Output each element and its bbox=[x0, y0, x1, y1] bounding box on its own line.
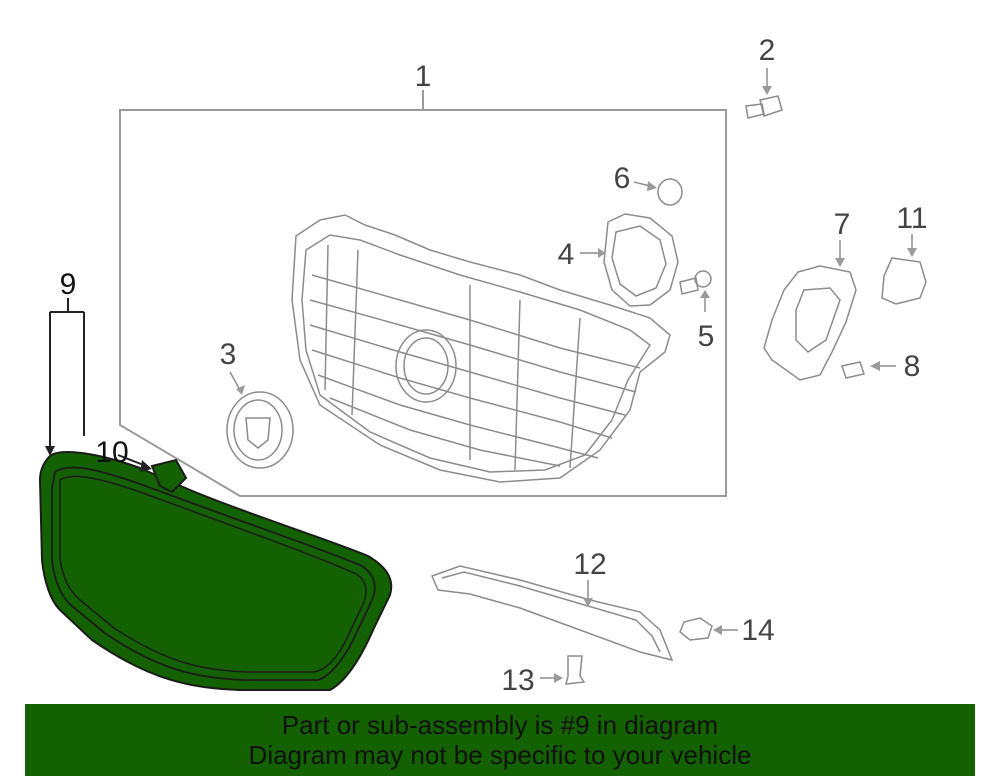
callout-5: 5 bbox=[698, 320, 715, 353]
molding-part-12 bbox=[430, 565, 674, 662]
callout-4: 4 bbox=[558, 238, 575, 271]
footer-banner: Part or sub-assembly is #9 in diagram Di… bbox=[25, 704, 975, 776]
callout-3: 3 bbox=[220, 338, 237, 371]
plug-part-6 bbox=[633, 178, 683, 206]
callout-8: 8 bbox=[904, 350, 921, 383]
callout-11: 11 bbox=[896, 202, 927, 235]
bracket-part-4 bbox=[580, 213, 679, 307]
emblem-part-3 bbox=[226, 371, 294, 469]
bolt-part-13 bbox=[540, 655, 586, 685]
bolt-part-8 bbox=[841, 361, 896, 379]
callout-12: 12 bbox=[573, 548, 606, 581]
callout-9: 9 bbox=[60, 268, 77, 301]
leader-9 bbox=[45, 298, 85, 456]
clip-part-10-highlighted bbox=[117, 454, 188, 494]
clip-part-11 bbox=[881, 234, 927, 305]
assembly-frame bbox=[119, 109, 727, 497]
bolt-part-2 bbox=[745, 68, 783, 119]
footer-line-1: Part or sub-assembly is #9 in diagram bbox=[281, 710, 719, 740]
callout-7: 7 bbox=[834, 208, 851, 241]
bracket-part-7 bbox=[763, 240, 857, 381]
footer-line-2: Diagram may not be specific to your vehi… bbox=[248, 740, 752, 770]
callout-14: 14 bbox=[741, 614, 774, 647]
callout-13: 13 bbox=[501, 664, 534, 697]
grille-part-9-highlighted bbox=[38, 451, 393, 691]
clip-part-14 bbox=[679, 617, 738, 641]
callout-6: 6 bbox=[614, 162, 631, 195]
callout-10: 10 bbox=[95, 436, 128, 469]
callout-2: 2 bbox=[759, 34, 776, 67]
screw-part-5 bbox=[679, 270, 712, 312]
callout-1: 1 bbox=[415, 60, 432, 93]
grille-assembly bbox=[291, 214, 671, 483]
